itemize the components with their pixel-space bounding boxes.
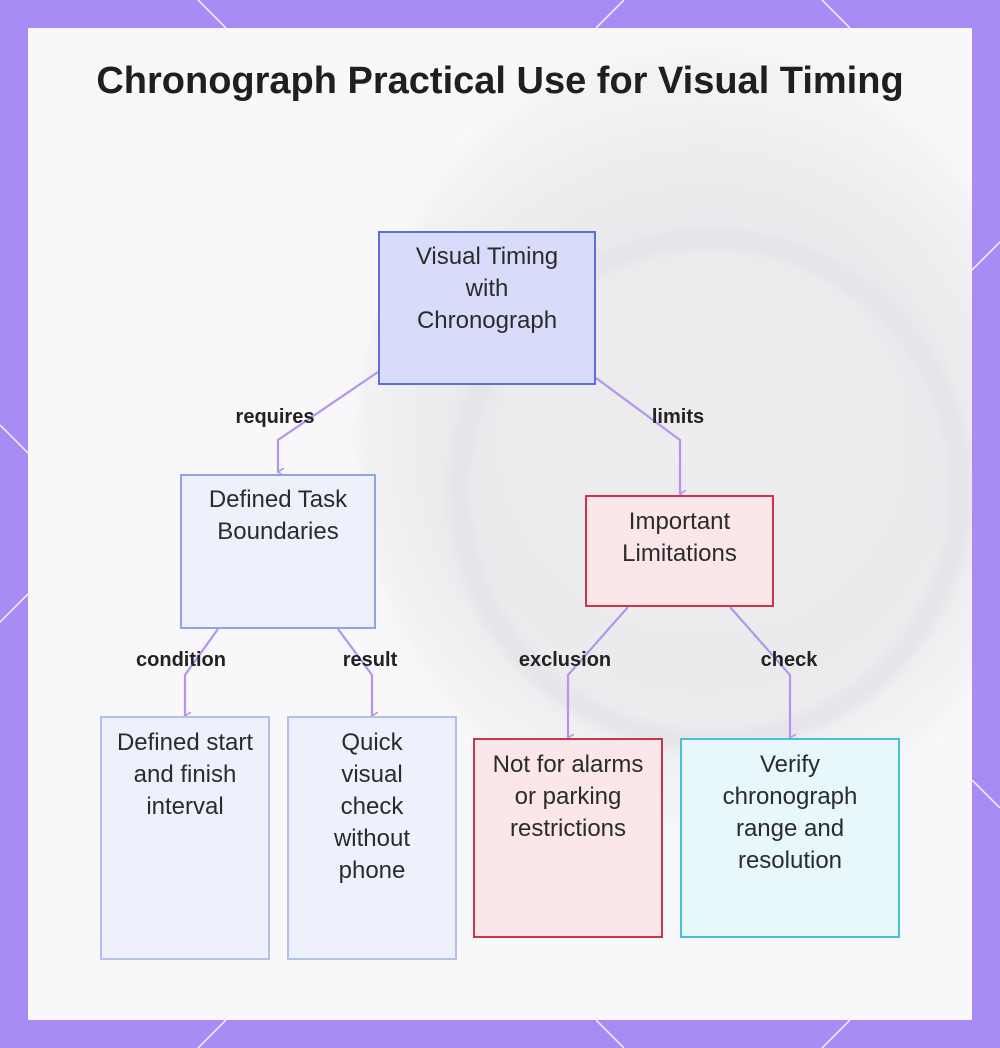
edge-label-condition: condition xyxy=(136,649,226,671)
edge-label-limits: limits xyxy=(651,406,705,428)
edge-label-exclusion: exclusion xyxy=(518,649,612,671)
edge-result xyxy=(337,628,372,716)
edge-label-check: check xyxy=(760,649,818,671)
node-verify-range: Verify chronograph range and resolution xyxy=(680,738,900,938)
node-defined-task-boundaries: Defined Task Boundaries xyxy=(180,474,376,629)
node-defined-interval: Defined start and finish interval xyxy=(100,716,270,960)
edge-condition xyxy=(185,628,219,716)
edge-exclusion xyxy=(568,606,629,738)
edge-check xyxy=(729,606,790,738)
edge-limits xyxy=(595,377,680,494)
node-quick-visual-check: Quick visual check without phone xyxy=(287,716,457,960)
edge-label-requires: requires xyxy=(235,406,315,428)
edge-requires xyxy=(278,371,379,472)
node-not-for-alarms: Not for alarms or parking restrictions xyxy=(473,738,663,938)
edge-label-result: result xyxy=(342,649,398,671)
node-root: Visual Timing with Chronograph xyxy=(378,231,596,385)
diagram-title: Chronograph Practical Use for Visual Tim… xyxy=(96,60,904,102)
node-important-limitations: Important Limitations xyxy=(585,495,774,607)
